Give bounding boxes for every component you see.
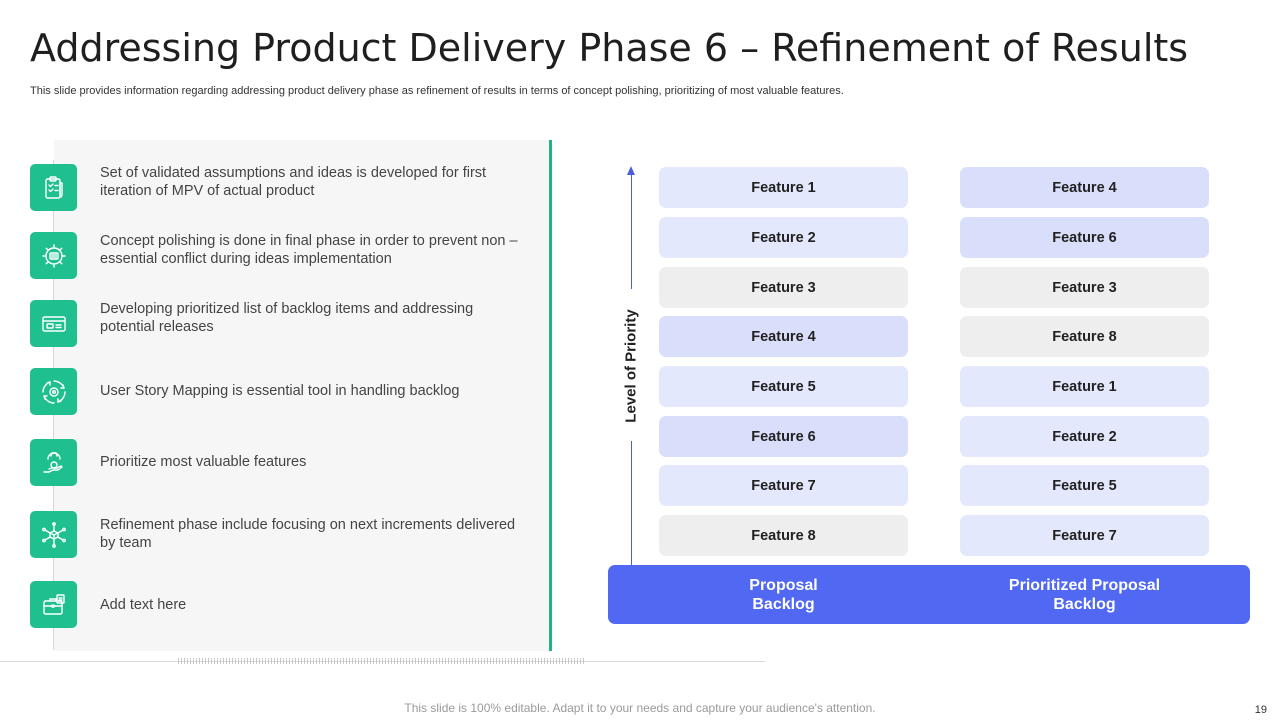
step-item-text: Add text here: [100, 597, 187, 613]
step-item-7: Add text here: [30, 581, 530, 629]
cycle-arrows-gear-icon: [30, 368, 77, 415]
step-item-5: Prioritize most valuable features: [30, 439, 530, 487]
page-number: 19: [1254, 704, 1267, 716]
step-item-2: Concept polishing is done in final phase…: [30, 232, 530, 280]
backlog-base-bar: [608, 565, 1250, 624]
priority-axis-line-top: [631, 174, 632, 289]
prioritized-backlog-label: Prioritized Proposal Backlog: [1008, 577, 1161, 613]
clipboard-checklist-icon: [30, 164, 77, 211]
step-item-1: Set of validated assumptions and ideas i…: [30, 164, 530, 212]
briefcase-icon: [30, 581, 77, 628]
step-item-4: User Story Mapping is essential tool in …: [30, 368, 530, 416]
step-item-text: Concept polishing is done in final phase…: [100, 233, 518, 267]
priority-axis-label: Level of Priority: [622, 309, 640, 423]
hand-value-icon: [30, 439, 77, 486]
proposal-feature-item: Feature 4: [659, 316, 908, 357]
step-item-text: Refinement phase include focusing on nex…: [100, 517, 516, 551]
proposal-feature-item: Feature 5: [659, 366, 908, 407]
slide-subtitle: This slide provides information regardin…: [30, 85, 844, 97]
backlog-list-icon: [30, 300, 77, 347]
prioritized-feature-item: Feature 4: [960, 167, 1209, 208]
network-cube-icon: [30, 511, 77, 558]
arrow-up-icon: [627, 166, 635, 175]
prioritized-feature-item: Feature 8: [960, 316, 1209, 357]
prioritized-feature-item: Feature 1: [960, 366, 1209, 407]
prioritized-feature-item: Feature 2: [960, 416, 1209, 457]
prioritized-feature-item: Feature 6: [960, 217, 1209, 258]
step-item-text: Set of validated assumptions and ideas i…: [100, 165, 487, 199]
step-item-text: Prioritize most valuable features: [100, 454, 307, 470]
slide-footer: This slide is 100% editable. Adapt it to…: [404, 701, 876, 715]
steps-panel: [54, 140, 550, 651]
proposal-feature-item: Feature 7: [659, 465, 908, 506]
step-item-text: User Story Mapping is essential tool in …: [100, 383, 460, 399]
proposal-feature-item: Feature 6: [659, 416, 908, 457]
prioritized-feature-item: Feature 5: [960, 465, 1209, 506]
bottom-divider-hatch: [178, 658, 586, 664]
priority-axis-line-bottom: [631, 441, 632, 567]
proposal-feature-item: Feature 3: [659, 267, 908, 308]
prioritized-feature-item: Feature 3: [960, 267, 1209, 308]
proposal-feature-item: Feature 2: [659, 217, 908, 258]
slide-title: Addressing Product Delivery Phase 6 – Re…: [30, 26, 1189, 70]
step-item-6: Refinement phase include focusing on nex…: [30, 511, 530, 559]
proposal-feature-item: Feature 8: [659, 515, 908, 556]
step-item-3: Developing prioritized list of backlog i…: [30, 300, 530, 348]
proposal-feature-item: Feature 1: [659, 167, 908, 208]
gear-idea-icon: [30, 232, 77, 279]
prioritized-feature-item: Feature 7: [960, 515, 1209, 556]
proposal-backlog-label: Proposal Backlog: [749, 577, 818, 613]
step-item-text: Developing prioritized list of backlog i…: [100, 301, 474, 335]
panel-divider: [549, 140, 552, 651]
